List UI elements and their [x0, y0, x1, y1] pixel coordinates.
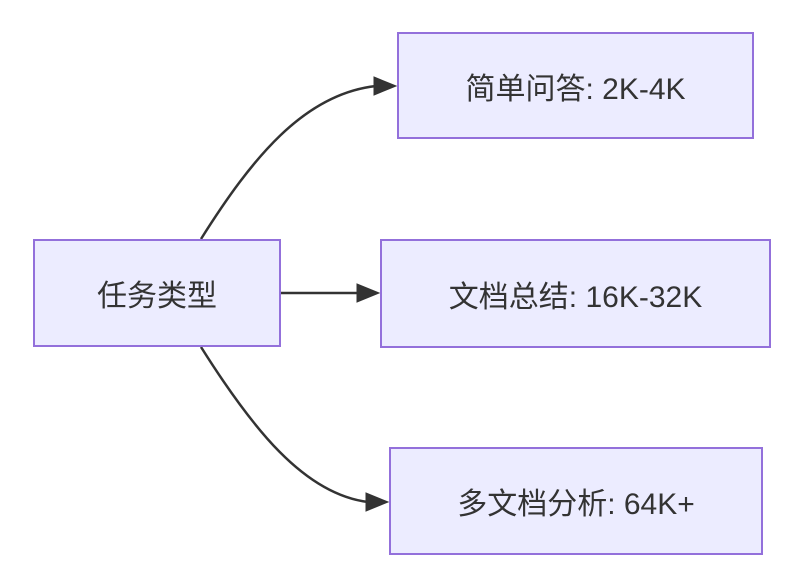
node-doc-summary: 文档总结: 16K-32K	[380, 239, 771, 348]
arrowhead-icon	[356, 283, 381, 303]
node-doc-summary-label: 文档总结: 16K-32K	[448, 280, 703, 314]
node-task-type-label: 任务类型	[97, 280, 217, 313]
node-simple-qa: 简单问答: 2K-4K	[397, 32, 754, 139]
node-task-type: 任务类型	[33, 239, 281, 347]
node-multi-doc-analysis: 多文档分析: 64K+	[389, 447, 763, 555]
node-simple-qa-label: 简单问答: 2K-4K	[465, 72, 686, 106]
arrowhead-icon	[365, 492, 390, 512]
edge-root-to-branch-2	[199, 346, 369, 504]
edge-root-to-branch-0	[199, 84, 377, 240]
node-multi-doc-analysis-label: 多文档分析: 64K+	[457, 488, 695, 521]
arrowhead-icon	[373, 76, 398, 96]
